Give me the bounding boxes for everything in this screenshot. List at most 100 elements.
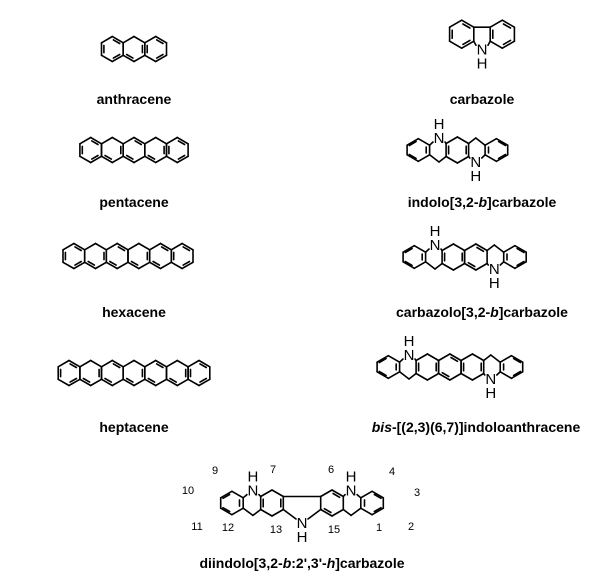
double-bond	[199, 363, 208, 369]
benzo-bond	[413, 260, 427, 270]
double-bond	[177, 154, 186, 160]
double-bond	[182, 246, 191, 252]
single-bond	[165, 155, 179, 164]
single-bond	[159, 261, 173, 270]
benzo-bond	[495, 154, 509, 163]
single-bond	[89, 359, 103, 368]
name-heptacene: heptacene	[99, 419, 168, 435]
hydrogen-atom: H	[434, 116, 445, 133]
benzo-double-bond	[222, 493, 231, 500]
double-bond	[147, 377, 156, 383]
single-bond	[79, 155, 92, 164]
double-bond	[177, 140, 186, 146]
single-bond	[475, 243, 488, 252]
single-bond	[144, 378, 157, 387]
single-bond	[198, 359, 211, 368]
single-bond	[111, 136, 124, 145]
single-bond	[448, 40, 463, 50]
double-bond	[182, 260, 191, 266]
position-12: 12	[222, 522, 234, 534]
single-bond	[68, 359, 81, 368]
single-bond	[111, 54, 124, 63]
nitrogen-atom: N	[470, 154, 481, 171]
single-bond	[271, 489, 285, 498]
position-2: 2	[408, 521, 414, 533]
c-c-bond	[428, 154, 440, 163]
single-bond	[448, 19, 463, 29]
single-bond	[460, 19, 475, 29]
benzo-bond	[406, 154, 420, 163]
name-anthracene: anthracene	[97, 91, 172, 107]
nitrogen-atom: N	[297, 515, 308, 532]
benzo-double-bond	[516, 260, 525, 267]
double-bond	[155, 39, 164, 45]
single-bond	[144, 136, 157, 145]
position-4: 4	[389, 466, 395, 478]
double-bond	[199, 377, 208, 383]
single-bond	[148, 242, 162, 251]
single-bond	[501, 40, 516, 50]
c-n-bond	[482, 372, 486, 376]
single-bond	[170, 261, 183, 270]
single-bond	[426, 353, 440, 362]
benzo-bond	[495, 137, 509, 146]
single-bond	[127, 242, 140, 251]
name-indolocarbazole: indolo[3,2-b]carbazole	[408, 194, 557, 210]
single-bond	[116, 242, 129, 251]
c-n-bond	[444, 141, 447, 145]
single-bond	[426, 372, 440, 381]
nitrogen-atom: N	[404, 347, 415, 364]
benzo-bond	[499, 354, 513, 364]
single-bond	[441, 243, 455, 252]
benzo-bond	[502, 260, 516, 270]
single-bond	[89, 155, 103, 164]
single-bond	[100, 378, 114, 387]
single-bond	[144, 35, 157, 44]
single-bond	[452, 262, 466, 271]
benzo-double-bond	[373, 493, 382, 500]
single-bond	[463, 243, 477, 252]
position-11: 11	[191, 521, 202, 533]
single-bond	[489, 19, 504, 29]
benzo-bond	[402, 260, 416, 270]
benzo-bond	[413, 244, 427, 253]
single-bond	[475, 262, 488, 271]
double-bond	[69, 363, 78, 369]
single-bond	[159, 242, 173, 251]
nitrogen-atom: N	[477, 41, 488, 58]
single-bond	[176, 378, 189, 387]
single-bond	[460, 40, 475, 50]
hydrogen-atom: H	[404, 333, 415, 350]
single-bond	[100, 136, 114, 145]
benzo-double-bond	[404, 260, 413, 267]
single-bond	[259, 489, 273, 498]
hydrogen-atom: H	[346, 469, 357, 486]
name-bisindoloanthracene: bis-[(2,3)(6,7)]indoloanthracene	[372, 419, 581, 435]
benzo-bond	[417, 137, 431, 146]
position-15: 15	[328, 524, 340, 536]
double-bond	[134, 140, 143, 146]
single-bond	[449, 353, 462, 362]
name-carbazolocarbazole: carbazolo[3,2-b]carbazole	[396, 304, 568, 320]
single-bond	[57, 378, 70, 387]
name-carbazole: carbazole	[450, 91, 515, 107]
single-bond	[62, 261, 75, 270]
single-bond	[176, 155, 189, 164]
c-c-bond	[482, 354, 492, 362]
single-bond	[79, 359, 92, 368]
nitrogen-atom: N	[434, 130, 445, 147]
single-bond	[122, 378, 135, 387]
benzo-bond	[219, 490, 233, 499]
single-bond	[471, 372, 485, 381]
double-bond	[125, 377, 134, 383]
single-bond	[187, 359, 200, 368]
benzo-bond	[510, 370, 524, 380]
single-bond	[259, 508, 273, 517]
single-bond	[460, 372, 474, 381]
double-bond	[450, 356, 459, 363]
single-bond	[133, 54, 146, 63]
single-bond	[165, 136, 179, 145]
single-bond	[437, 372, 451, 381]
benzo-double-bond	[222, 506, 231, 513]
